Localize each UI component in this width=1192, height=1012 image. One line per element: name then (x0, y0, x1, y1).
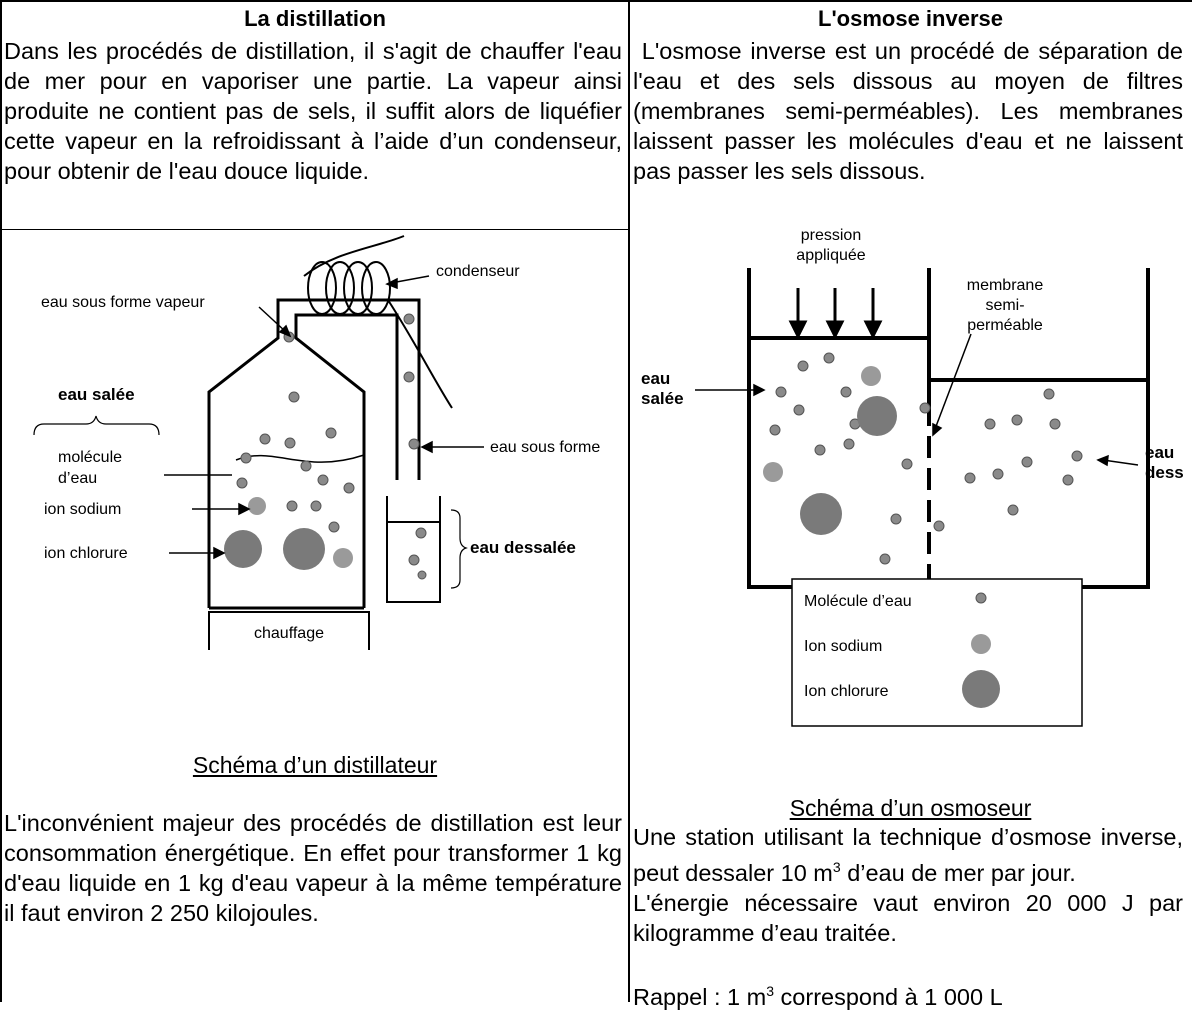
legend-box (791, 578, 1083, 727)
osmose-outro: Une station utilisant la technique d’osm… (633, 822, 1183, 1012)
distillation-intro: Dans les procédés de distillation, il s'… (4, 38, 622, 184)
distiller-vessel (207, 298, 421, 610)
left-diagram-top-rule (0, 229, 628, 230)
condenser-coil (303, 235, 453, 409)
distillation-column: La distillation Dans les procédés de dis… (4, 0, 626, 1002)
osmose-caption: Schéma d’un osmoseur (789, 795, 1032, 821)
pression-label-2: appliquée (796, 247, 866, 264)
membrane-label-3: perméable (967, 317, 1043, 334)
osmose-column: L'osmose inverse L'osmose inverse est un… (633, 0, 1190, 1010)
osmose-heading: L'osmose inverse (818, 6, 1003, 31)
table-border-left (0, 0, 2, 1002)
distillation-heading: La distillation (244, 6, 386, 31)
rappel-line: Rappel : 1 m3 correspond à 1 000 L (633, 982, 1003, 1010)
chloride-ions (224, 528, 325, 570)
legend-sodium-icon (971, 634, 991, 654)
vapeur-top-label: eau sous forme vapeur (41, 294, 205, 311)
pression-label-1: pression (801, 227, 861, 244)
distillation-diagram: chauffage (33, 235, 600, 650)
eau-salee-label: eau salée (58, 385, 135, 404)
ion-sodium-label: ion sodium (44, 501, 121, 518)
outro-line-2: L'énergie nécessaire vaut environ 20 000… (633, 889, 1183, 946)
distillation-outro: L'inconvénient majeur des procédés de di… (4, 810, 622, 926)
collection-beaker (386, 496, 441, 603)
osmose-intro: L'osmose inverse est un procédé de sépar… (633, 38, 1190, 184)
d-eau-label: d’eau (58, 470, 97, 487)
legend-molecule-label: Molécule d’eau (804, 593, 912, 610)
chloride-ions (800, 396, 897, 535)
vapeur-right-label: eau sous forme (490, 439, 600, 456)
osmoseur-diagram: pression appliquée membrane semi- perméa… (641, 227, 1184, 727)
distillation-caption: Schéma d’un distillateur (192, 752, 438, 778)
ion-chlorure-label: ion chlorure (44, 545, 128, 562)
legend-chlorure-icon (962, 670, 1000, 708)
eau-salee-label-2: salée (641, 389, 684, 408)
column-divider (628, 0, 630, 1002)
condenseur-label: condenseur (436, 263, 520, 280)
legend-sodium-label: Ion sodium (804, 638, 882, 655)
table-border-top (0, 0, 1192, 2)
membrane-label-1: membrane (967, 277, 1044, 294)
sodium-ions (763, 366, 881, 482)
eau-dessalee-label: eau dessalée (470, 538, 576, 557)
water-molecules (769, 352, 1083, 565)
membrane-label-2: semi- (985, 297, 1024, 314)
water-molecules (236, 313, 427, 580)
molecule-label: molécule (58, 449, 122, 466)
heater-box (208, 611, 370, 650)
legend-chlorure-label: Ion chlorure (804, 683, 889, 700)
osmosis-tank (747, 268, 1150, 589)
sodium-ions (248, 497, 353, 568)
chauffage-label: chauffage (254, 625, 324, 642)
pressure-arrows (788, 288, 883, 340)
eau-dess-label-2: dess (1145, 463, 1184, 482)
eau-salee-label-1: eau (641, 369, 670, 388)
legend-molecule-icon (975, 592, 987, 604)
eau-dess-label-1: eau (1145, 443, 1174, 462)
outro-line-1: Une station utilisant la technique d’osm… (633, 824, 1183, 886)
